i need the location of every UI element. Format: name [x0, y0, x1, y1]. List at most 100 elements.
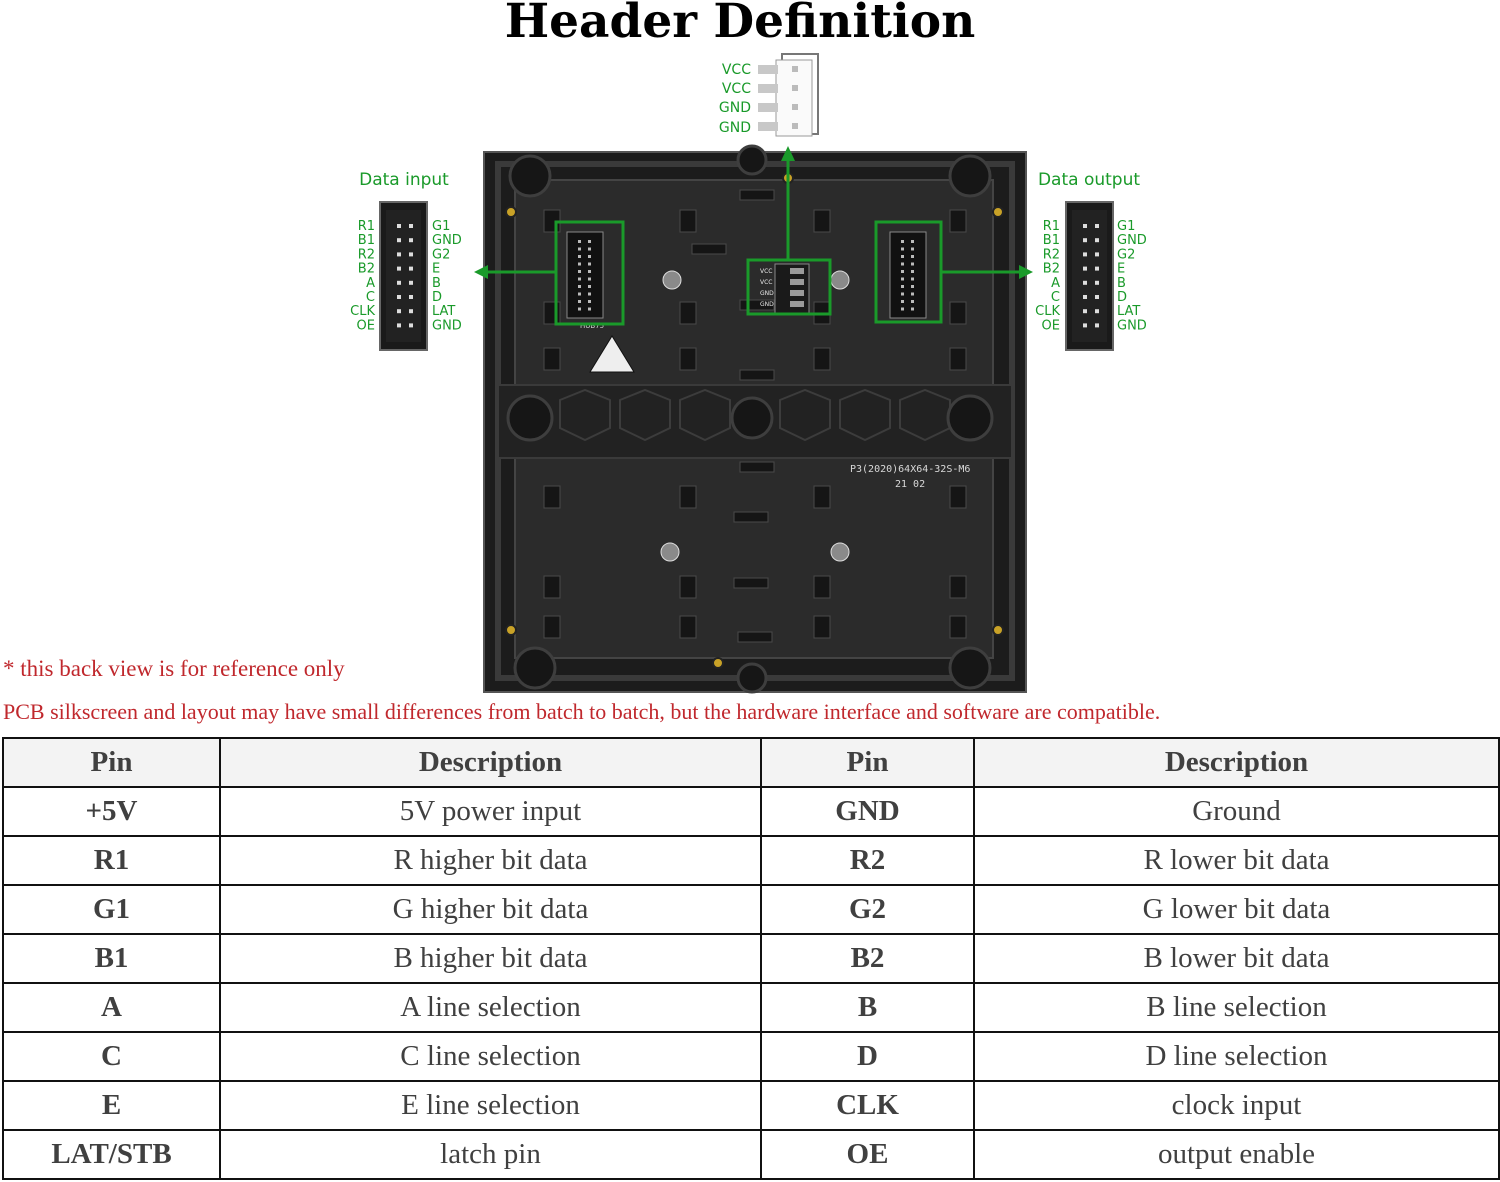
board-header-pin — [901, 285, 904, 288]
description-cell: Ground — [973, 786, 1500, 837]
input-pin-dot — [409, 224, 413, 228]
power-pin-gnd-2: GND — [719, 120, 751, 136]
board-header-pin — [911, 300, 914, 303]
board-header-pin — [588, 270, 591, 273]
board-header-pin — [911, 307, 914, 311]
description-cell: B higher bit data — [219, 933, 762, 984]
power-connector: VCC VCC GND GND — [719, 53, 819, 137]
output-pin-left-label: R2 — [1043, 247, 1060, 262]
data-output-label: Data output — [1038, 170, 1140, 190]
pin-cell: D — [760, 1031, 975, 1082]
board-header-pin — [911, 255, 914, 258]
input-pin-dot — [397, 309, 401, 314]
input-pin-dot — [409, 238, 413, 243]
pin-cell: C — [2, 1031, 221, 1082]
board-header-pin — [911, 270, 914, 273]
board-output-header — [889, 231, 927, 319]
board-header-pin — [901, 277, 904, 281]
board-header-pin — [901, 270, 904, 273]
pin-cell: OE — [760, 1129, 975, 1180]
description-cell: R higher bit data — [219, 835, 762, 886]
pin-cell: LAT/STB — [2, 1129, 221, 1180]
data-input-label: Data input — [359, 170, 449, 190]
board-model-text: P3(2020)64X64-32S-M6 — [850, 464, 970, 475]
input-pin-right-label: D — [432, 290, 442, 305]
pin-cell: A — [2, 982, 221, 1033]
input-pin-left-label: A — [366, 276, 375, 291]
pin-cell: G2 — [760, 884, 975, 935]
input-pin-dot — [397, 238, 401, 243]
board-header-pin — [588, 285, 591, 288]
board-header-pin — [911, 285, 914, 288]
board-header-pin — [901, 262, 904, 266]
header-pin: Pin — [760, 737, 975, 788]
description-cell: clock input — [973, 1080, 1500, 1131]
batch-note: PCB silkscreen and layout may have small… — [3, 699, 1161, 724]
board-header-pin — [911, 262, 914, 266]
output-pin-left-label: R1 — [1043, 219, 1060, 234]
output-pin-dot — [1095, 252, 1099, 257]
power-pin-vcc-1: VCC — [722, 62, 751, 78]
input-pin-right-label: B — [432, 276, 441, 291]
pin-cell: B1 — [2, 933, 221, 984]
input-pin-dot — [409, 309, 413, 314]
input-pin-left-label: B2 — [358, 262, 375, 277]
board-header-pin — [911, 277, 914, 281]
header-description: Description — [973, 737, 1500, 788]
board-header-pin — [588, 277, 591, 281]
header-pin: Pin — [2, 737, 221, 788]
board-header-pin — [911, 292, 914, 296]
description-cell: B lower bit data — [973, 933, 1500, 984]
board-header-pin — [578, 270, 581, 273]
board-header-pin — [911, 240, 914, 243]
input-pin-dot — [409, 280, 413, 285]
output-pin-dot — [1095, 266, 1099, 271]
input-pin-right-label: G1 — [432, 219, 450, 234]
board-header-pin — [901, 292, 904, 296]
board-header-pin — [578, 292, 581, 296]
output-pin-left-label: OE — [1042, 318, 1060, 333]
description-cell: latch pin — [219, 1129, 762, 1180]
page-title: Header Definition — [504, 0, 976, 49]
input-pin-dot — [409, 252, 413, 257]
description-cell: D line selection — [973, 1031, 1500, 1082]
description-cell: G lower bit data — [973, 884, 1500, 935]
description-cell: output enable — [973, 1129, 1500, 1180]
input-pin-left-label: CLK — [350, 304, 375, 319]
input-pin-left-label: OE — [357, 318, 375, 333]
board-power-pin-1: VCC — [760, 268, 772, 275]
output-pin-left-label: A — [1051, 276, 1060, 291]
pin-cell: R1 — [2, 835, 221, 886]
pin-cell: B — [760, 982, 975, 1033]
output-pin-right-label: E — [1117, 262, 1125, 277]
board-header-pin — [588, 292, 591, 296]
board-header-pin — [901, 247, 904, 251]
output-pin-left-label: CLK — [1035, 304, 1060, 319]
board-header-pin — [588, 255, 591, 258]
board-hub-label: HUB75 — [580, 322, 604, 330]
pin-cell: +5V — [2, 786, 221, 837]
led-panel-diagram: P3(2020)64X64-32S-M6 21 02 HUB75 VCC VCC… — [350, 53, 1147, 694]
board-header-pin — [901, 300, 904, 303]
board-header-pin — [578, 247, 581, 251]
reference-note: * this back view is for reference only — [3, 656, 345, 681]
output-pin-dot — [1095, 323, 1099, 328]
input-pin-right-label: GND — [432, 318, 462, 333]
board-header-pin — [588, 300, 591, 303]
board-input-header — [566, 231, 604, 319]
output-pin-dot — [1083, 224, 1087, 228]
pin-cell: GND — [760, 786, 975, 837]
connection-arrows — [474, 146, 1033, 279]
table-header-row: Pin Description Pin Description — [2, 737, 1500, 788]
description-cell: E line selection — [219, 1080, 762, 1131]
input-pin-left-label: C — [366, 290, 375, 305]
pin-cell: CLK — [760, 1080, 975, 1131]
board-header-pin — [901, 240, 904, 243]
board-header-pin — [588, 262, 591, 266]
